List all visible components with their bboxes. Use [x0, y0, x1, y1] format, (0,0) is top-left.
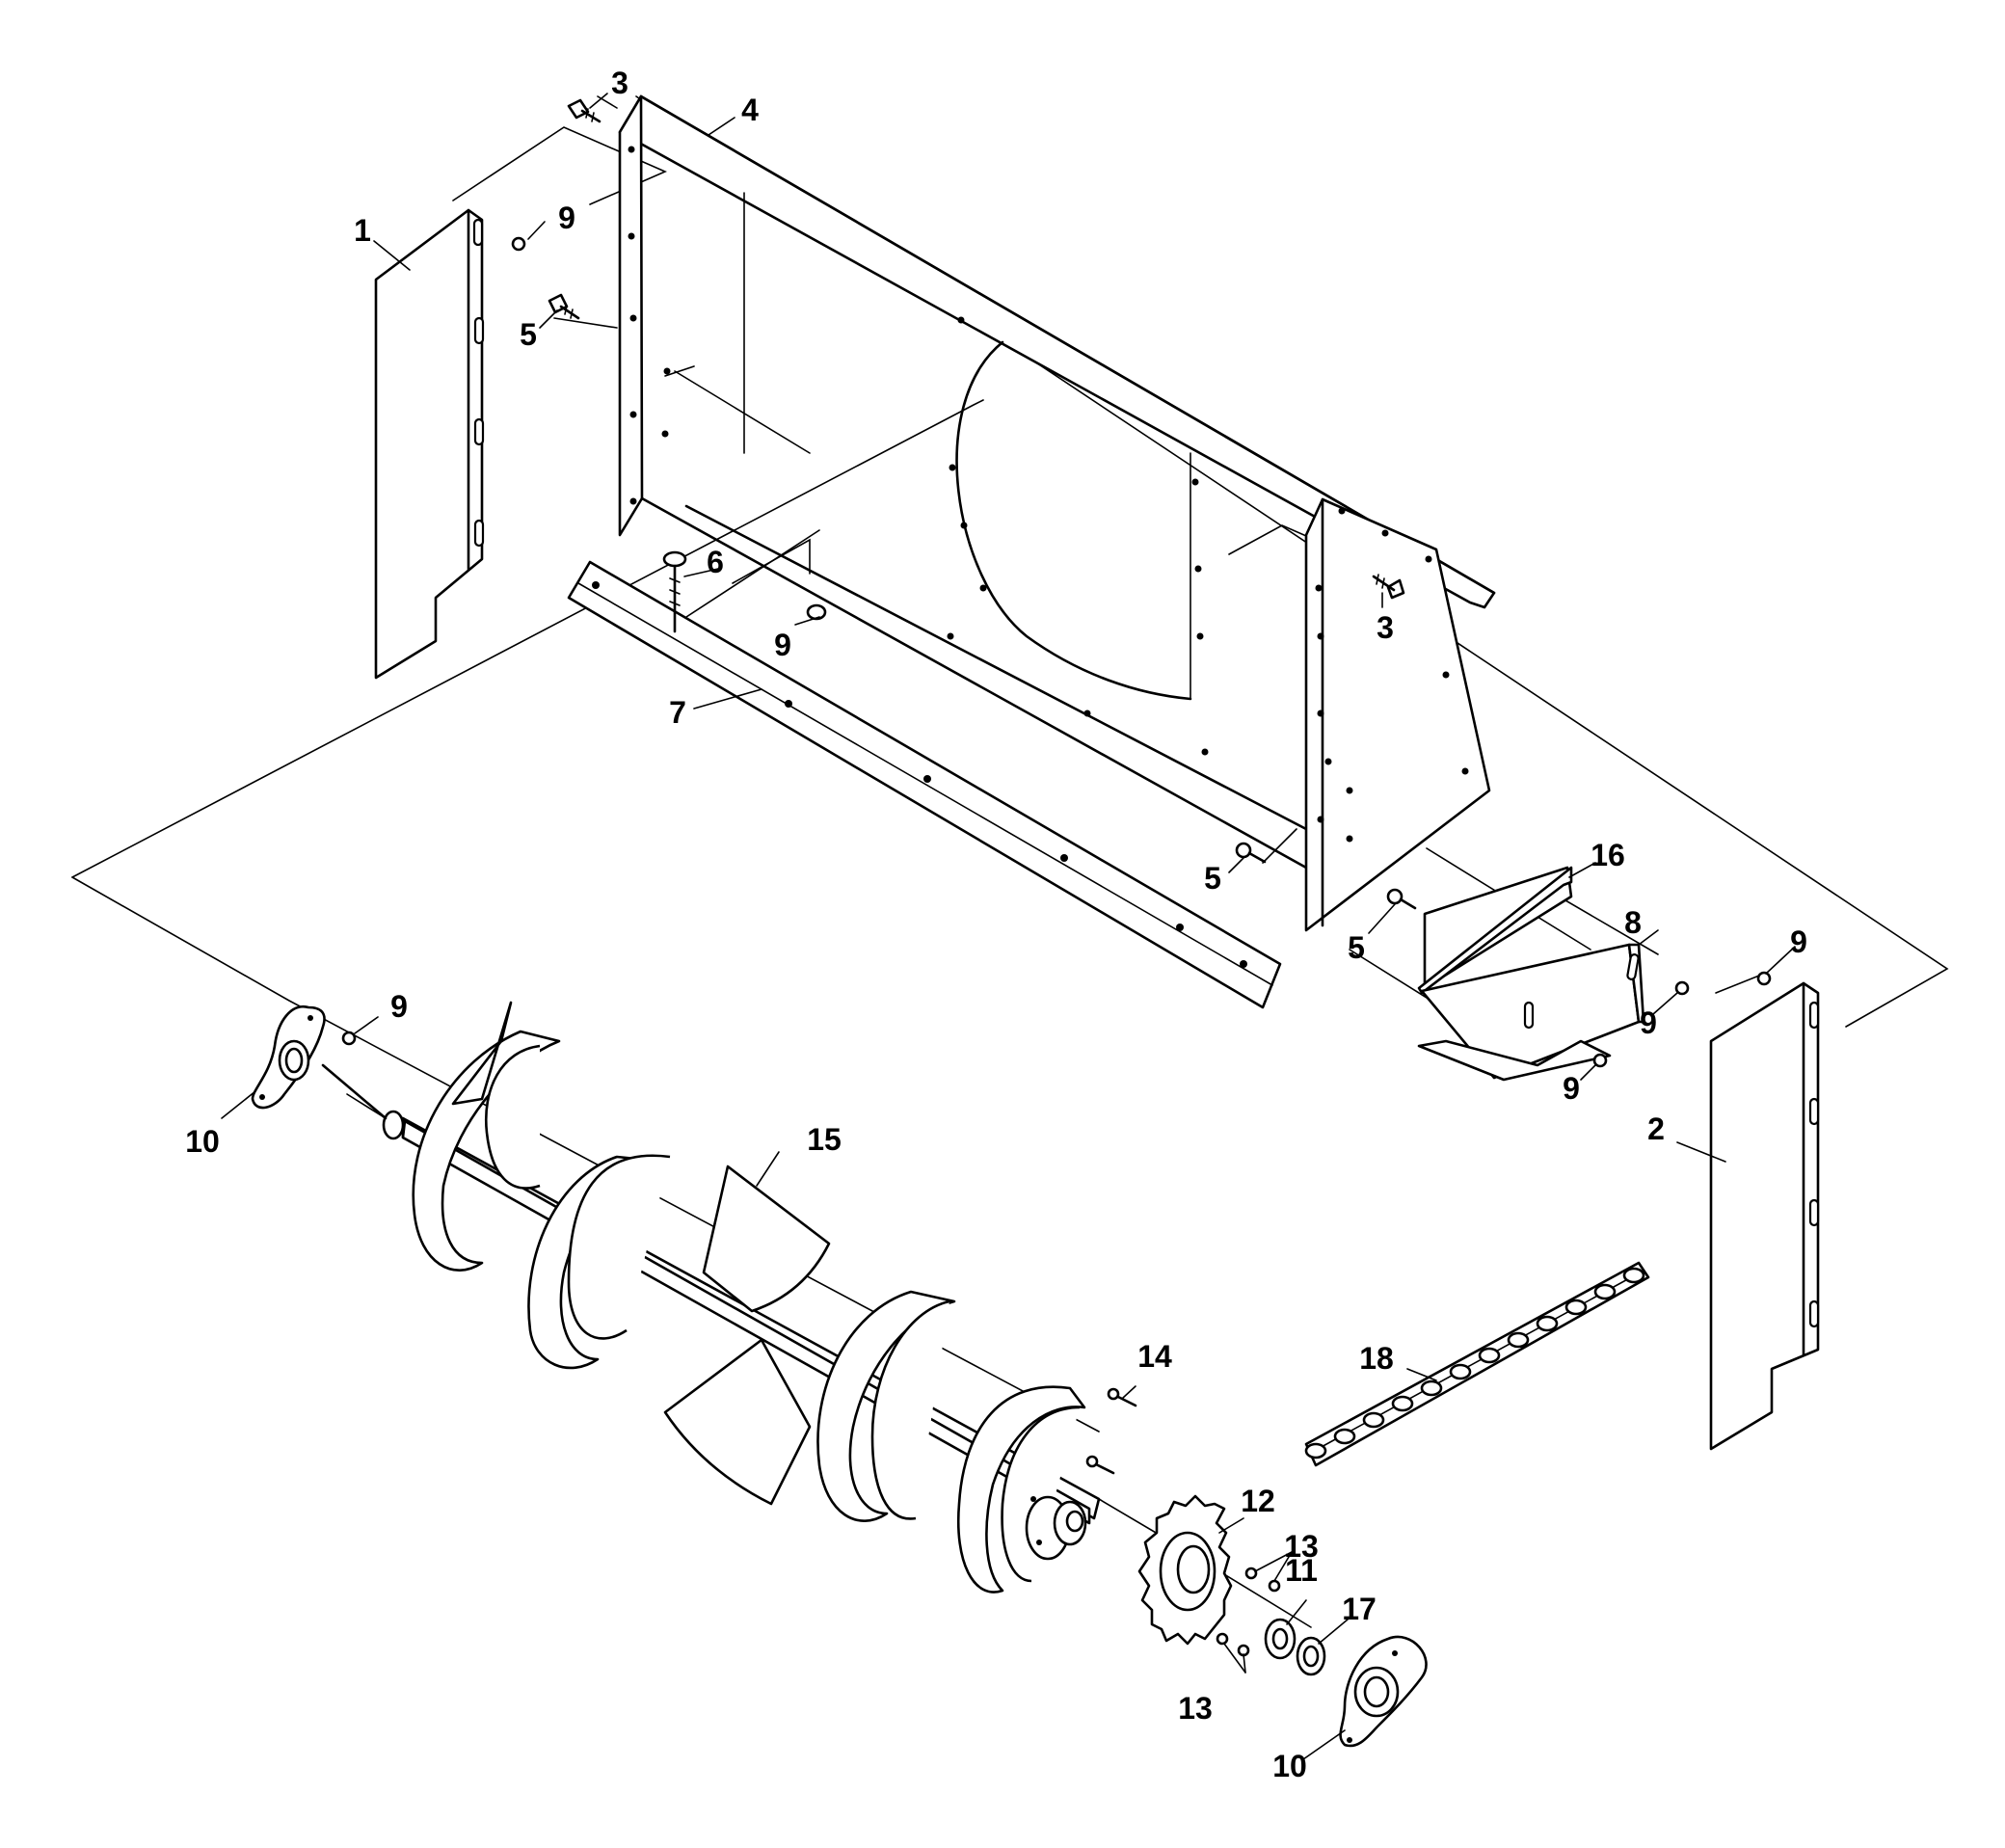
callout-18: 18 — [1359, 1341, 1394, 1376]
housing-panel — [618, 94, 1496, 932]
callout-9-endplate: 9 — [1790, 924, 1807, 959]
callout-4: 4 — [741, 93, 759, 127]
washer-11 — [1264, 1618, 1297, 1660]
bolt-5-lower — [1235, 842, 1267, 864]
callout-5-left: 5 — [520, 317, 537, 352]
callout-5-lower: 5 — [1204, 861, 1221, 896]
callout-2: 2 — [1647, 1111, 1665, 1146]
callout-5-right: 5 — [1348, 930, 1365, 965]
callout-9-left: 9 — [558, 201, 575, 235]
callout-9-skid-right: 9 — [1640, 1005, 1657, 1040]
flange-bearing-right — [1339, 1635, 1428, 1748]
sprocket-fasteners — [1216, 1567, 1281, 1657]
carriage-bolt — [662, 550, 687, 633]
callout-7: 7 — [669, 695, 686, 730]
cutting-edge-blade — [567, 560, 1282, 1009]
callout-9-center: 9 — [774, 628, 791, 662]
chain-links — [1304, 1267, 1645, 1460]
spacer-17 — [1296, 1636, 1326, 1676]
leader-lines — [221, 93, 1796, 1760]
nut-under-housing — [806, 603, 827, 621]
roller-chain — [1304, 1261, 1650, 1467]
callout-13-upper: 13 — [1284, 1529, 1319, 1564]
callout-8: 8 — [1624, 905, 1642, 940]
callout-1: 1 — [354, 213, 371, 248]
bolt-3-top — [567, 98, 602, 123]
nuts — [341, 236, 1772, 1068]
right-end-plate — [1709, 981, 1820, 1451]
callout-12: 12 — [1241, 1484, 1275, 1518]
callout-9-skid-lower: 9 — [1563, 1071, 1580, 1106]
auger-flighting-right — [816, 1290, 1086, 1594]
callout-11: 11 — [1285, 1553, 1318, 1588]
callout-labels: 1 2 3 3 4 5 5 5 6 7 8 9 9 9 9 9 9 10 10 … — [185, 66, 1807, 1783]
callout-3-top: 3 — [611, 66, 628, 100]
sprocket — [1137, 1494, 1233, 1646]
callout-15: 15 — [807, 1122, 842, 1157]
skid-shoe — [1417, 866, 1645, 1082]
callout-16: 16 — [1591, 838, 1625, 872]
flange-bearing-left — [251, 1004, 326, 1110]
callout-9-bearing: 9 — [390, 989, 408, 1024]
callout-10-left: 10 — [185, 1124, 220, 1159]
auger — [321, 1001, 1101, 1594]
bolt-3-right — [1372, 574, 1405, 600]
left-end-plate — [374, 208, 485, 680]
bolt-14 — [1085, 1387, 1137, 1475]
bolt-5-right — [1386, 888, 1417, 910]
housing-bolt-holes — [628, 146, 1469, 843]
callout-3-right: 3 — [1377, 610, 1394, 645]
callout-13-lower: 13 — [1178, 1691, 1213, 1726]
callout-17: 17 — [1342, 1592, 1377, 1626]
auger-paddle — [663, 1165, 831, 1506]
callout-10-right: 10 — [1272, 1749, 1307, 1783]
bolt-5-left — [548, 293, 580, 320]
callout-14: 14 — [1137, 1339, 1172, 1374]
callout-6: 6 — [707, 545, 724, 579]
auger-flighting-left — [412, 1001, 671, 1370]
